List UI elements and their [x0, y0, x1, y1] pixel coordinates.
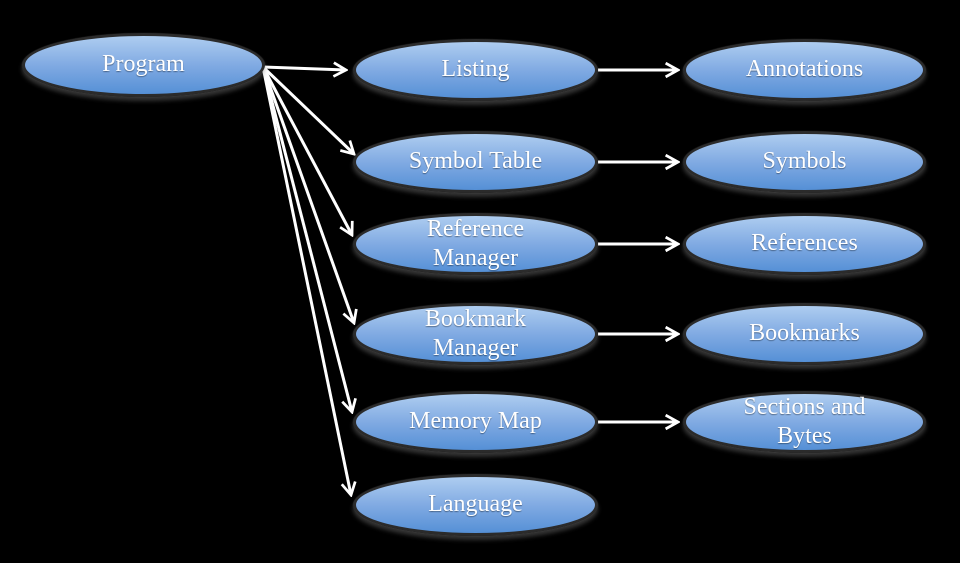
node-language-label: Language: [428, 491, 523, 518]
arrow-program-to-reference-manager: [261, 66, 352, 235]
arrow-program-to-bookmark-manager: [261, 66, 354, 323]
node-program-label: Program: [102, 51, 185, 78]
arrow-program-to-symbol-table: [261, 65, 354, 154]
node-sections-bytes: Sections and Bytes: [683, 391, 926, 453]
node-memory-map: Memory Map: [353, 391, 598, 453]
node-listing-label: Listing: [441, 56, 510, 83]
arrow-program-to-language: [261, 66, 351, 495]
node-reference-manager: Reference Manager: [353, 213, 598, 275]
node-annotations-label: Annotations: [745, 56, 864, 83]
arrow-program-to-listing: [262, 67, 346, 70]
node-symbols: Symbols: [683, 131, 926, 193]
node-references: References: [683, 213, 926, 275]
node-program: Program: [22, 33, 265, 97]
node-reference-manager-label: Reference Manager: [426, 215, 525, 271]
node-annotations: Annotations: [683, 39, 926, 101]
node-bookmarks: Bookmarks: [683, 303, 926, 365]
node-memory-map-label: Memory Map: [409, 408, 542, 435]
node-bookmarks-label: Bookmarks: [749, 320, 860, 347]
node-symbols-label: Symbols: [762, 148, 847, 175]
node-listing: Listing: [353, 39, 598, 101]
node-language: Language: [353, 474, 598, 536]
node-bookmark-manager-label: Bookmark Manager: [424, 305, 527, 361]
node-symbol-table-label: Symbol Table: [408, 148, 543, 175]
arrow-program-to-memory-map: [261, 66, 352, 412]
node-symbol-table: Symbol Table: [353, 131, 598, 193]
node-sections-bytes-label: Sections and Bytes: [743, 393, 866, 449]
node-references-label: References: [751, 230, 858, 257]
node-bookmark-manager: Bookmark Manager: [353, 303, 598, 365]
